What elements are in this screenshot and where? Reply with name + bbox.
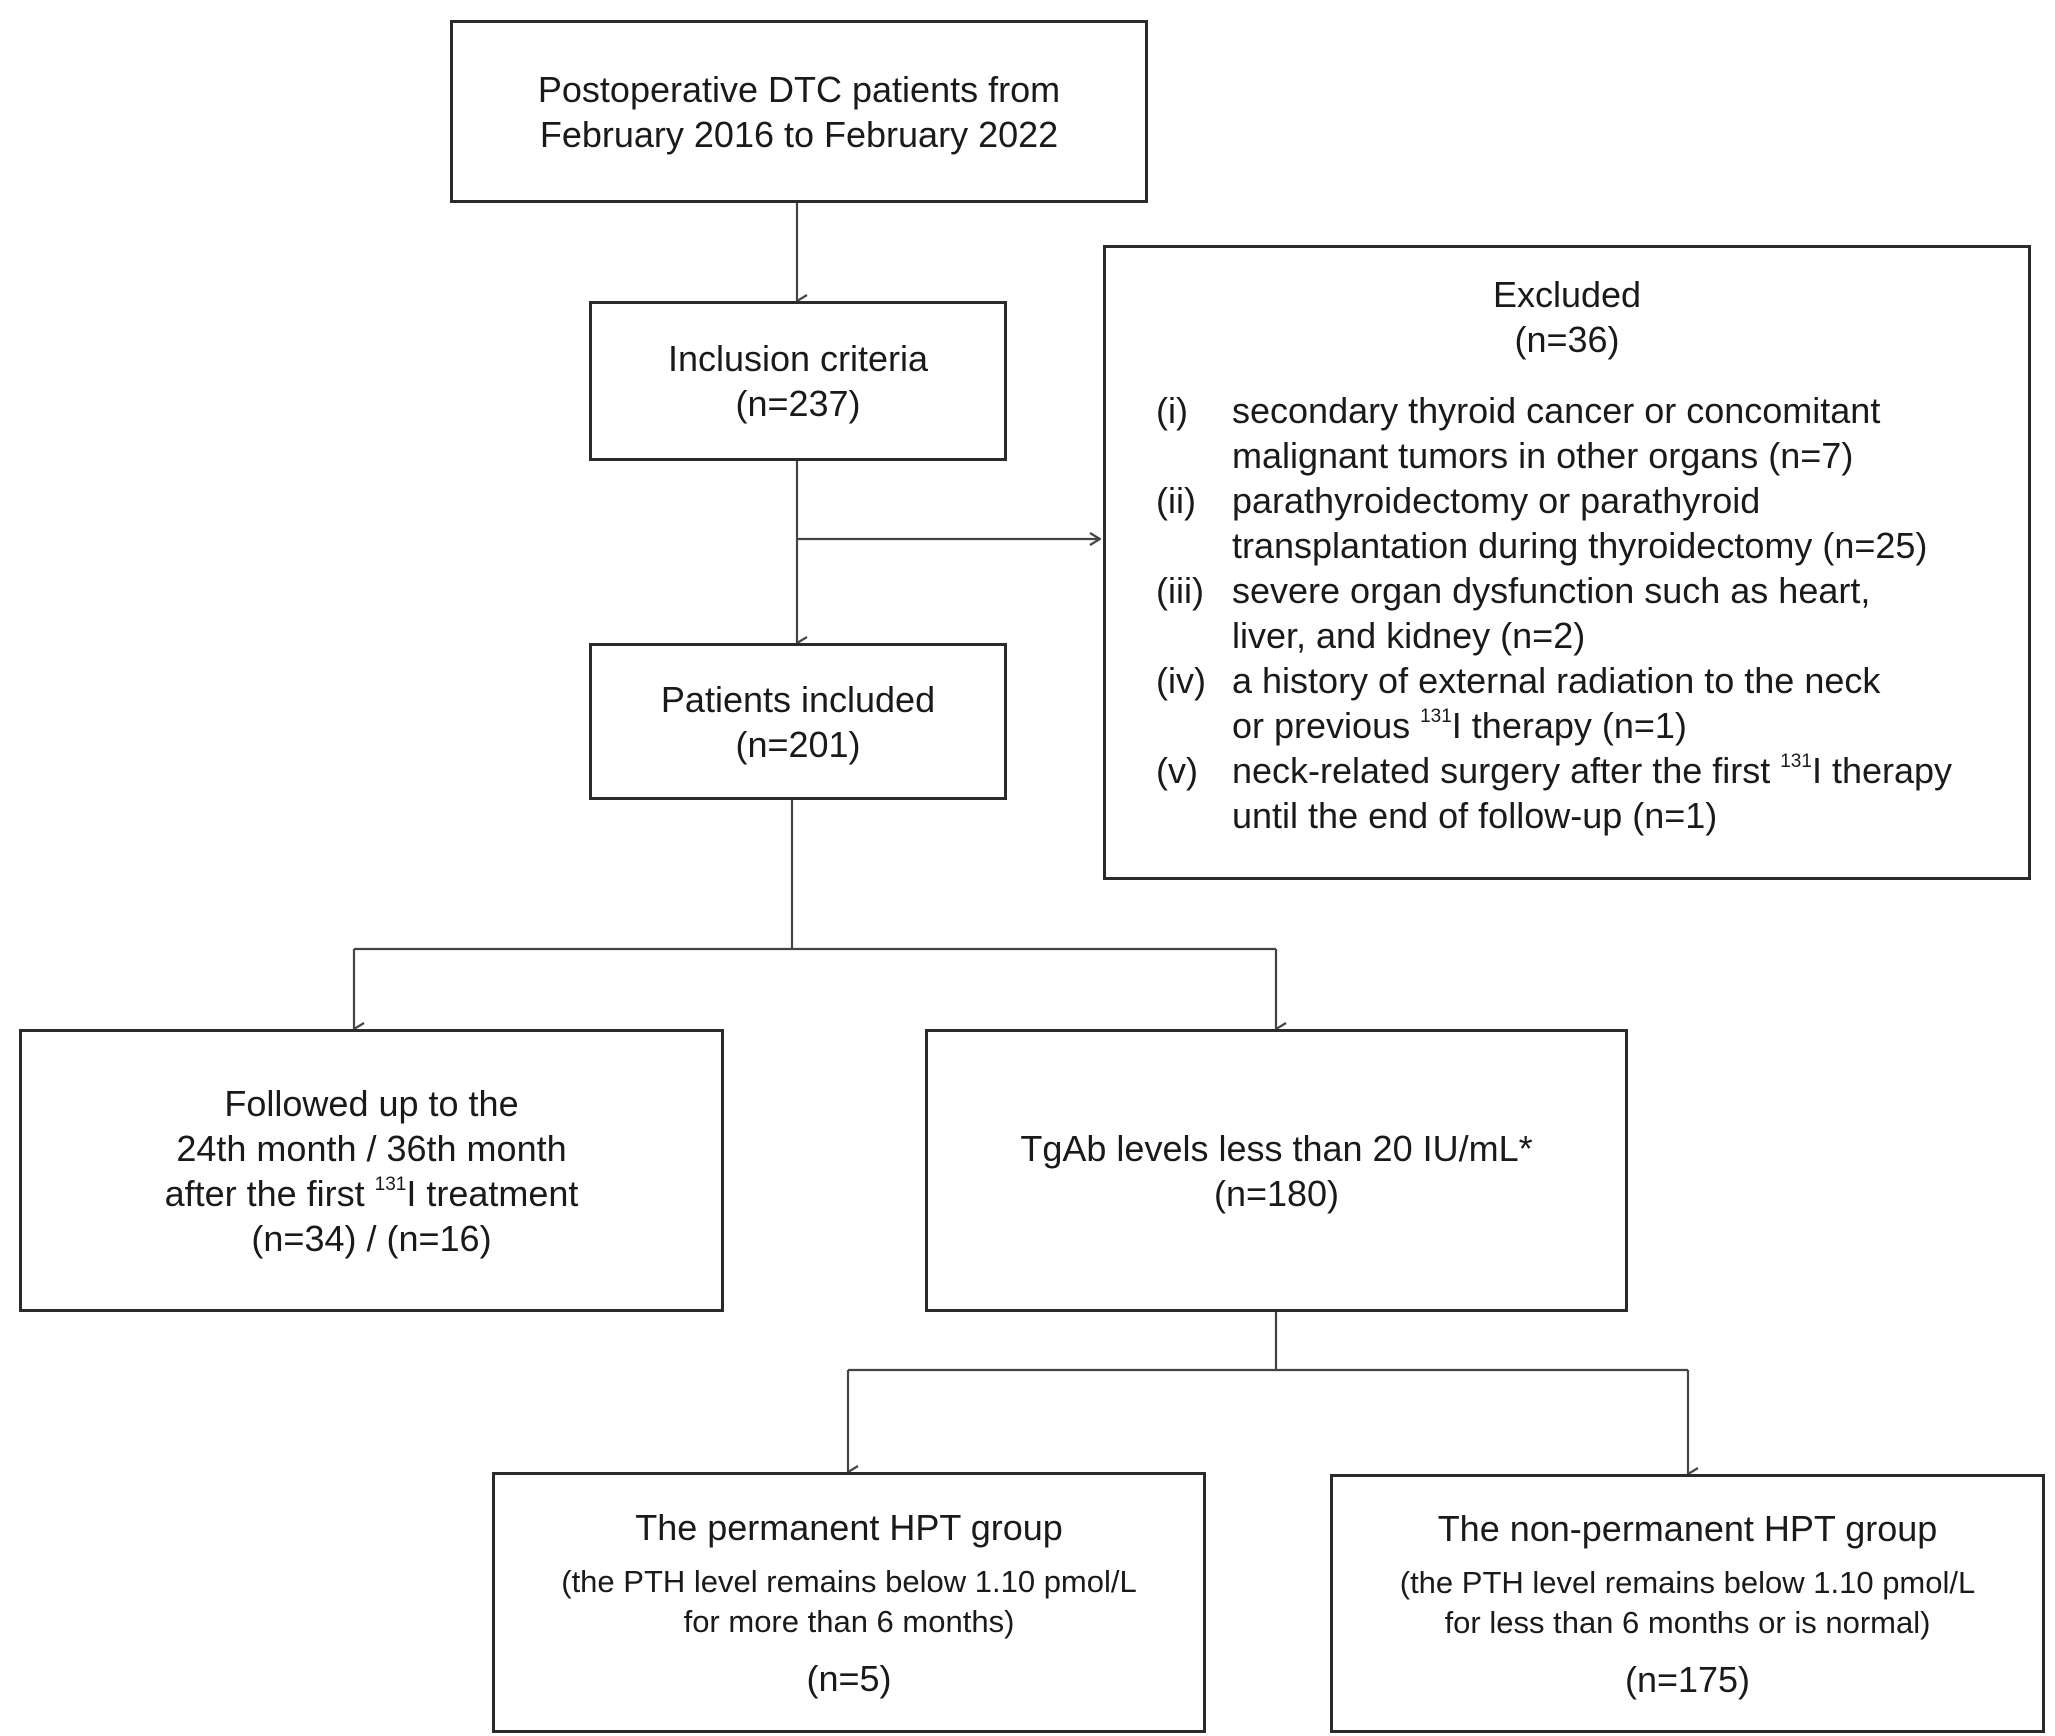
permanent-desc-2: for more than 6 months) [683,1603,1015,1639]
inclusion-box: Inclusion criteria (n=237) [589,301,1007,461]
followed-count: (n=34) / (n=16) [251,1217,492,1259]
excluded-item-text: until the end of follow-up (n=1) [1232,795,1718,836]
start-box: Postoperative DTC patients from February… [450,20,1148,203]
followed-line-2: 24th month / 36th month [176,1127,567,1169]
excluded-item-text-part: or previous [1232,705,1421,746]
excluded-item: (ii) parathyroidectomy or parathyroid tr… [1106,478,2028,568]
excluded-count: (n=36) [1514,319,1620,360]
excluded-item-text: parathyroidectomy or parathyroid [1232,480,1761,521]
excluded-item: (i) secondary thyroid cancer or concomit… [1106,388,2028,478]
nonpermanent-desc-1: (the PTH level remains below 1.10 pmol/L [1399,1564,1976,1600]
excluded-item-text: or previous 131I therapy (n=1) [1232,703,2028,748]
permanent-count: (n=5) [806,1657,892,1699]
isotope-superscript: 131 [1420,706,1452,727]
isotope-superscript: 131 [1780,751,1812,772]
excluded-list: (i) secondary thyroid cancer or concomit… [1106,388,2028,838]
followed-box: Followed up to the 24th month / 36th mon… [19,1029,724,1312]
excluded-box: Excluded (n=36) (i) secondary thyroid ca… [1103,245,2031,880]
followed-line-3-part: after the first [164,1172,375,1214]
excluded-item-text: transplantation during thyroidectomy (n=… [1232,525,1928,566]
excluded-item-text: liver, and kidney (n=2) [1232,615,1586,656]
excluded-item-text-part: neck-related surgery after the first [1232,750,1781,791]
excluded-item-number: (i) [1156,390,1188,431]
excluded-item-number: (v) [1156,750,1198,791]
excluded-title: Excluded [1492,274,1642,315]
excluded-item-text: secondary thyroid cancer or concomitant [1232,390,1881,431]
nonpermanent-count: (n=175) [1624,1658,1751,1700]
excluded-item: (iv) a history of external radiation to … [1106,658,2028,748]
excluded-item: (v) neck-related surgery after the first… [1106,748,2028,838]
excluded-item-text-part: I therapy [1811,750,1953,791]
excluded-item-text: malignant tumors in other organs (n=7) [1232,435,1854,476]
followed-line-3: after the first 131I treatment [165,1171,579,1216]
excluded-item-text: severe organ dysfunction such as heart, [1232,570,1871,611]
followed-line-3-part: I treatment [406,1172,579,1214]
excluded-item: (iii) severe organ dysfunction such as h… [1106,568,2028,658]
permanent-title: The permanent HPT group [635,1506,1063,1548]
permanent-group-box: The permanent HPT group (the PTH level r… [492,1472,1206,1733]
followed-line-1: Followed up to the [224,1082,519,1124]
included-title: Patients included [660,678,936,720]
inclusion-count: (n=237) [735,383,861,424]
excluded-item-text: neck-related surgery after the first 131… [1232,748,2028,793]
nonpermanent-group-box: The non-permanent HPT group (the PTH lev… [1330,1474,2045,1733]
included-box: Patients included (n=201) [589,643,1007,800]
tgab-title: TgAb levels less than 20 IU/mL* [1020,1127,1533,1169]
permanent-desc-1: (the PTH level remains below 1.10 pmol/L [561,1563,1137,1599]
excluded-item-number: (ii) [1156,480,1196,521]
nonpermanent-desc-2: for less than 6 months or is normal) [1444,1604,1931,1640]
inclusion-title: Inclusion criteria [667,338,929,379]
excluded-item-number: (iv) [1156,660,1206,701]
start-line-2: February 2016 to February 2022 [539,113,1059,155]
isotope-superscript: 131 [374,1173,407,1195]
start-line-1: Postoperative DTC patients from [537,68,1061,110]
excluded-item-text: a history of external radiation to the n… [1232,660,1881,701]
nonpermanent-title: The non-permanent HPT group [1437,1507,1938,1549]
excluded-item-number: (iii) [1156,570,1204,611]
excluded-item-text-part: I therapy (n=1) [1451,705,1687,746]
tgab-box: TgAb levels less than 20 IU/mL* (n=180) [925,1029,1628,1312]
included-count: (n=201) [735,723,861,765]
tgab-count: (n=180) [1213,1172,1340,1214]
